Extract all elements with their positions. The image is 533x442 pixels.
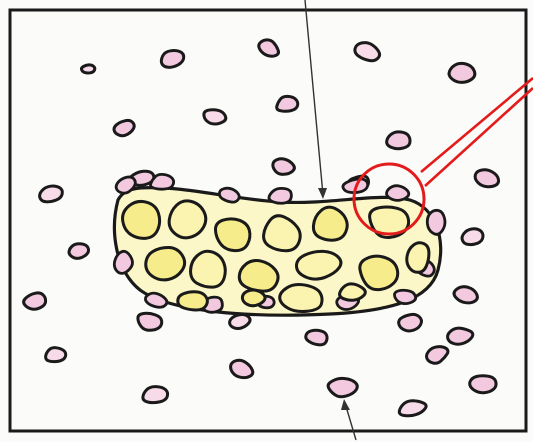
scattered-cell <box>273 159 295 175</box>
cluster-edge-cell <box>387 186 409 201</box>
scattered-cell <box>40 186 63 202</box>
scattered-cell <box>161 51 183 68</box>
scattered-cell <box>387 132 410 149</box>
cluster-nucleus <box>191 251 226 287</box>
cluster-edge-cell <box>219 188 239 202</box>
scattered-cell <box>399 314 422 331</box>
scattered-cell <box>462 229 483 245</box>
scattered-cell <box>470 376 496 393</box>
cluster-edge-cell <box>114 251 132 273</box>
scattered-cell <box>24 293 46 309</box>
scattered-cell <box>69 244 89 259</box>
scattered-cell <box>454 287 477 303</box>
cluster-nucleus <box>242 290 265 306</box>
cluster-nucleus <box>340 284 366 300</box>
cluster-nucleus <box>169 201 206 238</box>
cluster-nucleus <box>407 243 429 273</box>
scattered-cell <box>138 313 162 330</box>
scattered-cell <box>114 120 134 135</box>
scattered-cell <box>306 330 327 345</box>
scattered-cell <box>328 378 357 396</box>
cluster-edge-cell <box>151 174 174 189</box>
cluster-edge-cell <box>427 210 445 234</box>
scattered-cell <box>277 96 298 111</box>
cluster-nucleus <box>313 207 347 240</box>
scattered-cell <box>448 328 473 344</box>
scattered-cell <box>230 315 250 329</box>
scattered-cell <box>449 63 475 82</box>
cell-cluster <box>114 174 445 315</box>
cluster-nucleus <box>215 219 249 251</box>
cluster-nucleus <box>239 261 278 292</box>
scattered-cell <box>475 170 498 187</box>
scattered-cell <box>81 65 94 73</box>
scattered-cell <box>143 387 168 403</box>
scattered-cell <box>46 348 66 362</box>
cluster-nucleus <box>123 201 160 238</box>
cluster-edge-cell <box>394 290 415 303</box>
cluster-edge-cell <box>269 188 291 203</box>
cluster-nucleus <box>178 292 208 310</box>
scattered-cell <box>204 110 226 124</box>
cluster-nucleus <box>360 256 398 289</box>
cluster-nucleus <box>146 247 185 279</box>
cluster-nucleus <box>280 284 322 311</box>
